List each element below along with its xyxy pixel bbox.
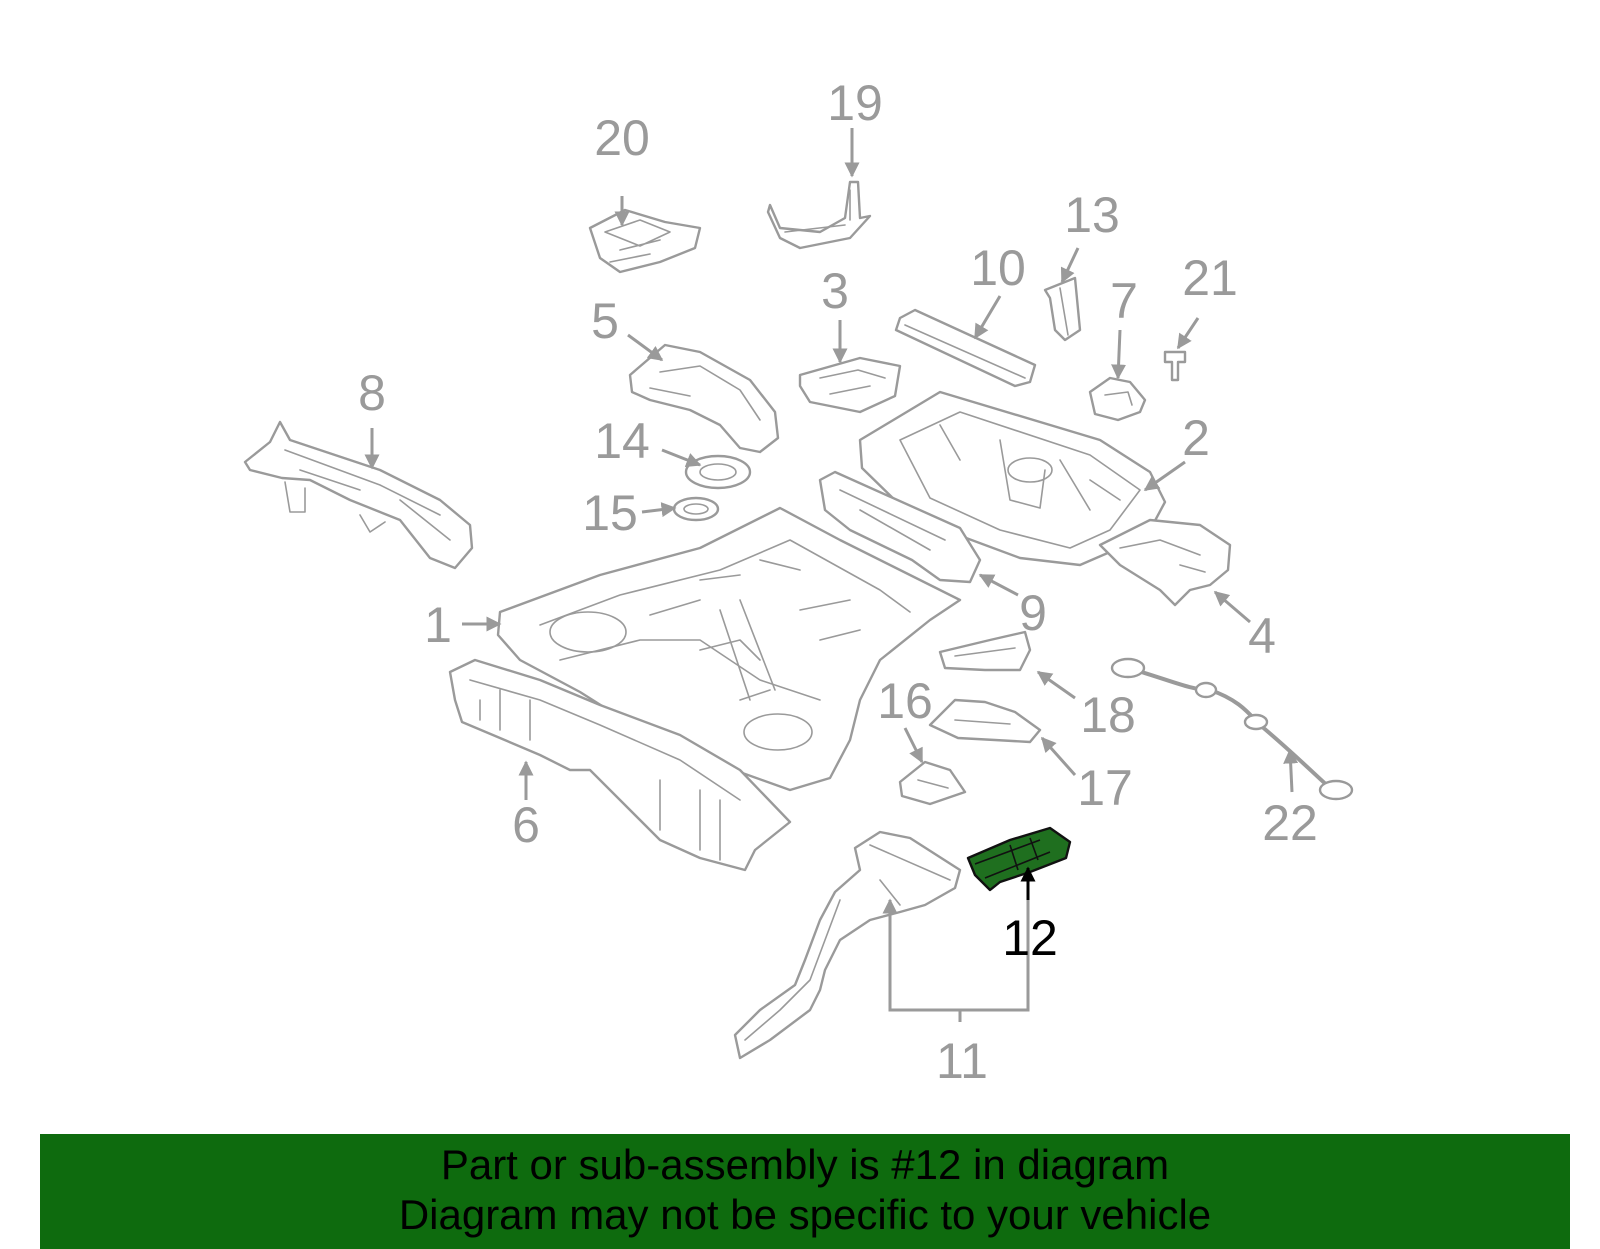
part-20-shape — [588, 208, 702, 274]
part-13-shape — [1043, 276, 1082, 342]
callout-8: 8 — [358, 365, 386, 421]
callout-2: 2 — [1182, 410, 1210, 466]
part-3-shape — [798, 356, 902, 414]
callout-21: 21 — [1182, 250, 1238, 306]
part-10-shape — [894, 308, 1037, 388]
part-9-shape — [818, 470, 982, 584]
callout-9: 9 — [1019, 585, 1047, 641]
part-12-shape — [966, 826, 1072, 892]
callout-14: 14 — [594, 413, 650, 469]
part-11-shape — [733, 830, 962, 1060]
callout-17: 17 — [1077, 760, 1133, 816]
callout-20: 20 — [594, 110, 650, 166]
callout-4: 4 — [1248, 608, 1276, 664]
callout-6: 6 — [512, 797, 540, 853]
part-12-fill — [966, 826, 1072, 892]
part-4-shape — [1098, 518, 1232, 607]
part-18-shape — [938, 630, 1032, 672]
callout-19: 19 — [827, 75, 883, 131]
part-15-shape — [672, 496, 720, 522]
part-17-shape — [928, 698, 1042, 744]
part-21-shape — [1163, 350, 1187, 382]
part-16-shape — [898, 760, 967, 806]
part-19-shape — [766, 180, 872, 250]
callout-10: 10 — [970, 240, 1026, 296]
callout-15: 15 — [582, 485, 638, 541]
callout-3: 3 — [821, 263, 849, 319]
part-6-shape — [448, 658, 792, 872]
callout-16: 16 — [877, 673, 933, 729]
callout-7: 7 — [1110, 273, 1138, 329]
callout-labels: 20 19 13 10 21 7 3 5 8 14 2 15 9 4 1 16 … — [358, 75, 1318, 1089]
banner-part-text: Part or sub-assembly is #12 in diagram — [440, 1141, 1170, 1188]
banner-disclaimer-text: Diagram may not be specific to your vehi… — [398, 1191, 1212, 1238]
part-5-shape — [628, 343, 780, 454]
part-22-shape — [1110, 657, 1354, 801]
info-banner: Part or sub-assembly is #12 in diagram D… — [40, 1134, 1570, 1249]
callout-13: 13 — [1064, 187, 1120, 243]
callout-18: 18 — [1080, 687, 1136, 743]
callout-22: 22 — [1262, 795, 1318, 851]
callout-1: 1 — [424, 597, 452, 653]
parts-diagram: 20 19 13 10 21 7 3 5 8 14 2 15 9 4 1 16 … — [243, 75, 1354, 1089]
callout-12: 12 — [1002, 910, 1058, 966]
part-1-shape — [496, 506, 962, 792]
callout-11: 11 — [936, 1033, 988, 1089]
part-7-shape — [1088, 376, 1147, 422]
part-8-shape — [243, 420, 474, 570]
callout-5: 5 — [591, 293, 619, 349]
leader-lines — [364, 128, 1299, 1022]
part-14-shape — [684, 454, 752, 490]
